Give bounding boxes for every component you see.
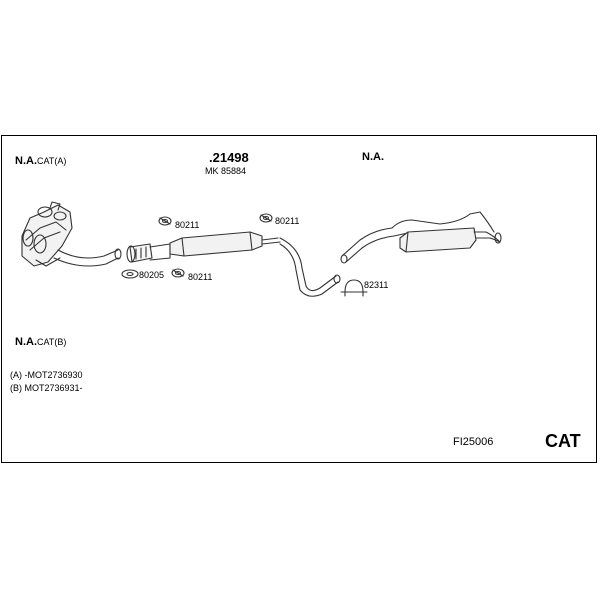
hanger-2-number: 80211 [275,216,300,226]
hanger-3-number: 80211 [188,272,213,282]
hanger-1-number: 80211 [175,220,200,230]
part-number-main: .21498 [209,150,249,165]
cat-b-label: N.A.CAT(B) [15,333,66,349]
diagram-code: FI25006 [453,436,494,448]
cat-a-prefix: N.A. [15,155,37,167]
rear-silencer [340,211,502,264]
diagram-frame [1,135,597,463]
cat-a-label: N.A.CAT(A) [15,152,66,168]
gasket-number: 80205 [139,270,165,280]
flex-joint [126,243,171,263]
na-rear-label: N.A. [362,151,384,163]
cat-b-prefix: N.A. [15,336,37,348]
cat-a-suffix: CAT(A) [37,156,67,166]
note-b: (B) MOT2736931- [10,383,83,393]
cat-b-suffix: CAT(B) [37,337,67,347]
note-a: (A) -MOT2736930 [10,370,83,380]
catalytic-converter-manifold [21,201,122,267]
clamp [340,279,368,297]
hanger-rubber-1 [158,216,172,226]
hanger-rubber-3 [171,268,185,278]
part-number-sub: MK 85884 [205,166,247,176]
middle-silencer [169,231,341,297]
hanger-rubber-2 [259,213,273,223]
cat-badge: CAT [545,431,581,451]
clamp-number: 82311 [364,280,389,290]
gasket [121,269,139,279]
